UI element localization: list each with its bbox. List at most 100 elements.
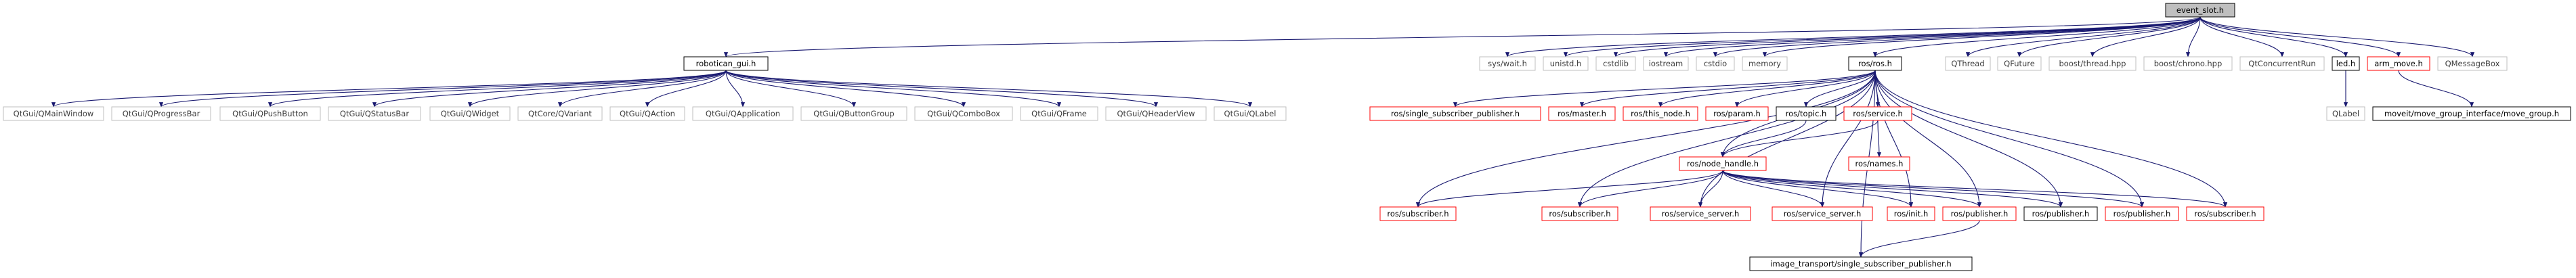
edge-ros_topic-to-ros_node_handle bbox=[1720, 120, 1807, 158]
node-boost-thread[interactable]: boost/thread.hpp bbox=[2048, 56, 2137, 71]
node-ros-service[interactable]: ros/service.h bbox=[1843, 106, 1912, 121]
node-qfuture[interactable]: QFuture bbox=[1997, 56, 2042, 71]
node-box bbox=[2437, 56, 2508, 71]
node-qbuttongroup[interactable]: QtGui/QButtonGroup bbox=[800, 106, 907, 121]
node-box bbox=[1105, 106, 1207, 121]
node-ros-service-server2[interactable]: ros/service_server.h bbox=[1772, 206, 1873, 221]
node-label: ros/publisher.h bbox=[2113, 209, 2171, 218]
node-ros-names[interactable]: ros/names.h bbox=[1848, 156, 1910, 171]
node-label: ros/init.h bbox=[1894, 209, 1929, 218]
node-qpushbutton[interactable]: QtGui/QPushButton bbox=[219, 106, 321, 121]
node-sys-wait[interactable]: sys/wait.h bbox=[1479, 56, 1536, 71]
node-label: iostream bbox=[1649, 59, 1683, 68]
node-led[interactable]: led.h bbox=[2332, 56, 2360, 71]
node-ros-publisher2[interactable]: ros/publisher.h bbox=[2105, 206, 2179, 221]
node-qthread[interactable]: QThread bbox=[1945, 56, 1991, 71]
node-ros-subscriber3[interactable]: ros/subscriber.h bbox=[2186, 206, 2264, 221]
node-qframe[interactable]: QtGui/QFrame bbox=[1020, 106, 1098, 121]
node-ros-ros[interactable]: ros/ros.h bbox=[1848, 56, 1902, 71]
node-ros-publisher-black[interactable]: ros/publisher.h bbox=[2023, 206, 2098, 221]
edge-event_slot-to-iostream bbox=[1664, 16, 2201, 57]
node-label: ros/subscriber.h bbox=[1387, 209, 1448, 218]
node-ros-this-node[interactable]: ros/this_node.h bbox=[1623, 106, 1698, 121]
edge-event_slot-to-qthread bbox=[1966, 16, 2201, 57]
node-ros-node-handle[interactable]: ros/node_handle.h bbox=[1679, 156, 1767, 171]
node-qapplication[interactable]: QtGui/QApplication bbox=[692, 106, 794, 121]
edge-ros_node_handle-to-ros_subscriber1 bbox=[1416, 170, 1723, 208]
edge-robotican_gui-to-qmainwindow bbox=[51, 70, 727, 108]
node-box bbox=[2186, 206, 2264, 221]
node-qheaderview[interactable]: QtGui/QHeaderView bbox=[1105, 106, 1207, 121]
node-label: cstdlib bbox=[1603, 59, 1629, 68]
node-cstdlib[interactable]: cstdlib bbox=[1595, 56, 1636, 71]
node-cstdio[interactable]: cstdio bbox=[1696, 56, 1735, 71]
edge-event_slot-to-memory bbox=[1763, 16, 2201, 57]
node-image-transport-ssp[interactable]: image_transport/single_subscriber_publis… bbox=[1749, 256, 1973, 271]
edge-event_slot-to-unistd bbox=[1564, 16, 2201, 57]
node-ros-topic[interactable]: ros/topic.h bbox=[1776, 106, 1837, 121]
node-boost-chrono[interactable]: boost/chrono.hpp bbox=[2143, 56, 2233, 71]
node-qmessagebox[interactable]: QMessageBox bbox=[2437, 56, 2508, 71]
edge-ros_node_handle-to-ros_subscriber3 bbox=[1722, 170, 2227, 208]
node-box bbox=[1945, 56, 1991, 71]
node-qconcurrent[interactable]: QtConcurrentRun bbox=[2239, 56, 2325, 71]
node-label: ros/this_node.h bbox=[1631, 109, 1690, 118]
edge-event_slot-to-boost_chrono bbox=[2185, 16, 2201, 57]
node-qprogressbar[interactable]: QtGui/QProgressBar bbox=[111, 106, 211, 121]
node-box bbox=[1541, 206, 1618, 221]
node-unistd[interactable]: unistd.h bbox=[1543, 56, 1589, 71]
node-ros-param[interactable]: ros/param.h bbox=[1705, 106, 1769, 121]
node-ros-subscriber1[interactable]: ros/subscriber.h bbox=[1379, 206, 1457, 221]
node-ros-publisher1[interactable]: ros/publisher.h bbox=[1942, 206, 2017, 221]
node-label: QtCore/QVariant bbox=[528, 109, 592, 118]
node-ros-master[interactable]: ros/master.h bbox=[1548, 106, 1616, 121]
node-memory[interactable]: memory bbox=[1742, 56, 1788, 71]
node-ros-subscriber2[interactable]: ros/subscriber.h bbox=[1541, 206, 1618, 221]
node-qcombobox[interactable]: QtGui/QComboBox bbox=[914, 106, 1013, 121]
edge-robotican_gui-to-qprogressbar bbox=[159, 70, 727, 108]
edge-event_slot-to-sys_wait bbox=[1505, 16, 2201, 57]
node-qlabel-gui[interactable]: QtGui/QLabel bbox=[1214, 106, 1287, 121]
node-qwidget[interactable]: QtGui/QWidget bbox=[429, 106, 511, 121]
node-box bbox=[1705, 106, 1769, 121]
node-ssp-red[interactable]: ros/single_subscriber_publisher.h bbox=[1369, 106, 1541, 121]
edge-robotican_gui-to-qlabel_gui bbox=[725, 70, 1252, 108]
node-label: led.h bbox=[2336, 59, 2356, 68]
node-qmainwindow[interactable]: QtGui/QMainWindow bbox=[3, 106, 104, 121]
node-label: arm_move.h bbox=[2374, 59, 2423, 68]
edge-event_slot-to-led bbox=[2199, 16, 2348, 57]
node-box bbox=[1997, 56, 2042, 71]
node-moveit-mgi[interactable]: moveit/move_group_interface/move_group.h bbox=[2372, 106, 2571, 121]
node-box bbox=[1749, 256, 1973, 271]
node-arm-move[interactable]: arm_move.h bbox=[2367, 56, 2430, 71]
node-qaction[interactable]: QtGui/QAction bbox=[609, 106, 685, 121]
node-ros-init[interactable]: ros/init.h bbox=[1887, 206, 1935, 221]
node-label: QFuture bbox=[2004, 59, 2035, 68]
node-box bbox=[2165, 3, 2235, 18]
node-label: ros/service_server.h bbox=[1784, 209, 1862, 218]
edge-ros_ros-to-ros_publisher1 bbox=[1874, 70, 1982, 208]
node-box bbox=[2239, 56, 2325, 71]
edge-ros_ros-to-ros_publisher_black bbox=[1874, 70, 2063, 208]
node-label: ros/single_subscriber_publisher.h bbox=[1391, 109, 1520, 118]
node-label: ros/subscriber.h bbox=[2194, 209, 2256, 218]
edge-event_slot-to-arm_move bbox=[2199, 16, 2401, 57]
node-box bbox=[1742, 56, 1788, 71]
edge-ros_node_handle-to-ros_publisher_black bbox=[1722, 170, 2063, 208]
node-qstatusbar[interactable]: QtGui/QStatusBar bbox=[328, 106, 421, 121]
node-box bbox=[1214, 106, 1287, 121]
node-qlabel[interactable]: QLabel bbox=[2326, 106, 2365, 121]
node-ros-service-server1[interactable]: ros/service_server.h bbox=[1650, 206, 1751, 221]
node-robotican-gui[interactable]: robotican_gui.h bbox=[683, 56, 769, 71]
node-label: QMessageBox bbox=[2445, 59, 2500, 68]
node-box bbox=[2332, 56, 2360, 71]
node-box bbox=[1843, 106, 1912, 121]
node-iostream[interactable]: iostream bbox=[1643, 56, 1689, 71]
edge-ros_publisher1-to-image_transport_ssp bbox=[1858, 220, 1980, 258]
node-label: ros/publisher.h bbox=[2032, 209, 2090, 218]
node-event-slot[interactable]: event_slot.h bbox=[2165, 3, 2235, 18]
node-label: QtGui/QApplication bbox=[706, 109, 780, 118]
node-label: cstdio bbox=[1704, 59, 1727, 68]
node-label: QtGui/QPushButton bbox=[232, 109, 308, 118]
node-qvariant[interactable]: QtCore/QVariant bbox=[517, 106, 603, 121]
